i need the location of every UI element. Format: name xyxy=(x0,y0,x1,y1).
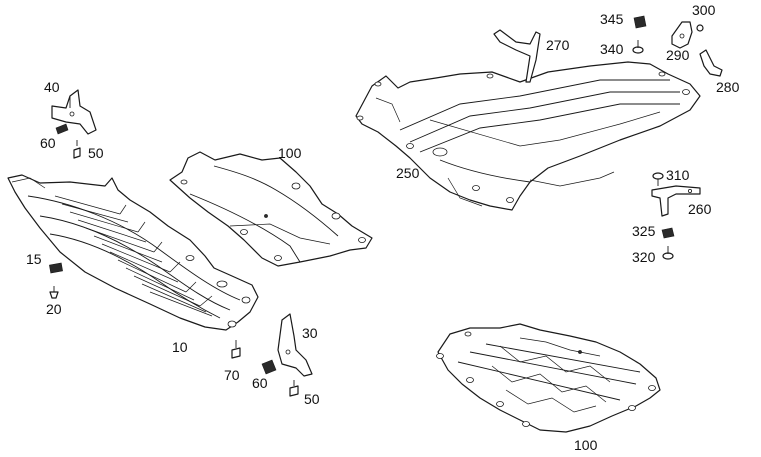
part-100-center-panel-upper xyxy=(169,151,373,267)
part-40-bracket xyxy=(51,89,97,135)
part-60-clip-lower xyxy=(261,359,277,375)
part-250-rear-underbody-frame xyxy=(355,61,701,211)
callout-30: 30 xyxy=(302,325,318,341)
callout-250: 250 xyxy=(396,165,420,181)
callout-310: 310 xyxy=(666,167,690,183)
callout-300: 300 xyxy=(692,2,716,18)
part-10-front-underbody-panel xyxy=(7,174,259,331)
callout-15: 15 xyxy=(26,251,42,267)
callout-290: 290 xyxy=(666,47,690,63)
part-300-screw xyxy=(696,24,704,32)
part-260-bracket xyxy=(651,185,701,217)
part-100-rear-panel-lower xyxy=(436,323,661,433)
callout-340: 340 xyxy=(600,41,624,57)
part-15-clip xyxy=(49,262,63,274)
part-70-screw xyxy=(231,340,241,359)
part-340-screw xyxy=(632,40,644,54)
callout-325: 325 xyxy=(632,223,656,239)
part-60-clip-upper xyxy=(55,123,69,135)
callout-60-lower: 60 xyxy=(252,375,268,391)
callout-70: 70 xyxy=(224,367,240,383)
part-325-clip xyxy=(661,227,675,239)
callout-270: 270 xyxy=(546,37,570,53)
part-30-bracket xyxy=(277,313,313,377)
callout-100-upper: 100 xyxy=(278,145,302,161)
callout-60-upper: 60 xyxy=(40,135,56,151)
part-50-screw-lower xyxy=(289,380,299,397)
part-280-bracket xyxy=(699,49,723,77)
part-290-bracket xyxy=(671,21,693,49)
callout-320: 320 xyxy=(632,249,656,265)
part-345-clip xyxy=(633,15,647,29)
callout-50-upper: 50 xyxy=(88,145,104,161)
callout-345: 345 xyxy=(600,11,624,27)
callout-50-lower: 50 xyxy=(304,391,320,407)
part-310-screw xyxy=(652,172,664,186)
callout-260: 260 xyxy=(688,201,712,217)
callout-100-lower: 100 xyxy=(574,437,598,453)
part-50-screw-upper xyxy=(73,140,81,159)
part-320-screw xyxy=(662,246,674,260)
part-270-bracket xyxy=(493,29,541,83)
callout-20: 20 xyxy=(46,301,62,317)
callout-10: 10 xyxy=(172,339,188,355)
part-20-screw xyxy=(49,286,59,299)
callout-280: 280 xyxy=(716,79,740,95)
callout-40: 40 xyxy=(44,79,60,95)
